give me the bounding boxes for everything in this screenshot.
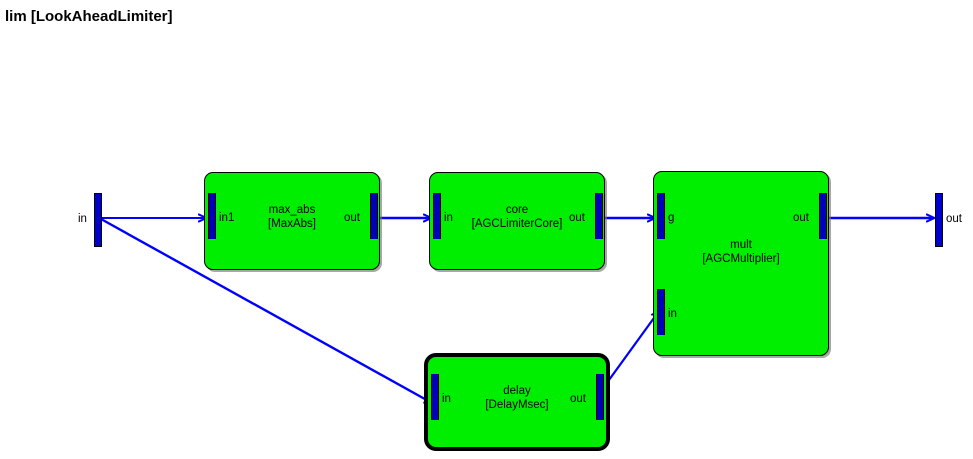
port-core-in-label: in xyxy=(444,212,453,224)
page-title: lim [LookAheadLimiter] xyxy=(5,8,173,25)
port-core-out-label: out xyxy=(569,212,585,224)
terminal-output[interactable] xyxy=(935,193,943,247)
port-max-abs-in1[interactable] xyxy=(208,193,216,239)
port-delay-out-label: out xyxy=(570,393,586,405)
block-core[interactable]: core [AGCLimiterCore] in out xyxy=(429,172,605,270)
block-mult-name: mult xyxy=(730,239,752,251)
port-mult-in[interactable] xyxy=(657,289,665,335)
block-core-type: [AGCLimiterCore] xyxy=(471,218,563,230)
block-mult[interactable]: mult [AGCMultiplier] g in out xyxy=(653,171,829,356)
block-max-abs-label: max_abs [MaxAbs] xyxy=(205,203,379,231)
port-max-abs-out[interactable] xyxy=(370,193,378,239)
block-core-name: core xyxy=(505,204,529,216)
port-delay-out[interactable] xyxy=(596,374,604,420)
block-delay[interactable]: delay [DelayMsec] in out xyxy=(424,353,610,451)
port-delay-in[interactable] xyxy=(431,374,439,420)
port-mult-in-label: in xyxy=(668,308,677,320)
port-core-in[interactable] xyxy=(433,193,441,239)
block-core-label: core [AGCLimiterCore] xyxy=(430,203,604,231)
terminal-input-label: in xyxy=(78,213,87,225)
port-mult-g-label: g xyxy=(668,212,675,224)
port-mult-out[interactable] xyxy=(819,193,827,239)
block-delay-label: delay [DelayMsec] xyxy=(428,384,606,412)
port-mult-g[interactable] xyxy=(657,193,665,239)
block-mult-type: [AGCMultiplier] xyxy=(702,253,780,265)
port-mult-out-label: out xyxy=(793,212,809,224)
block-max-abs-type: [MaxAbs] xyxy=(268,218,316,230)
block-max-abs-name: max_abs xyxy=(268,204,316,216)
block-mult-label: mult [AGCMultiplier] xyxy=(654,238,828,266)
block-max-abs[interactable]: max_abs [MaxAbs] in1 out xyxy=(204,172,380,270)
port-max-abs-out-label: out xyxy=(344,212,360,224)
port-delay-in-label: in xyxy=(442,393,451,405)
terminal-input[interactable] xyxy=(94,193,102,247)
block-delay-name: delay xyxy=(503,385,531,397)
block-delay-type: [DelayMsec] xyxy=(485,399,549,411)
port-max-abs-in1-label: in1 xyxy=(219,212,235,224)
port-core-out[interactable] xyxy=(595,193,603,239)
terminal-output-label: out xyxy=(946,213,962,225)
